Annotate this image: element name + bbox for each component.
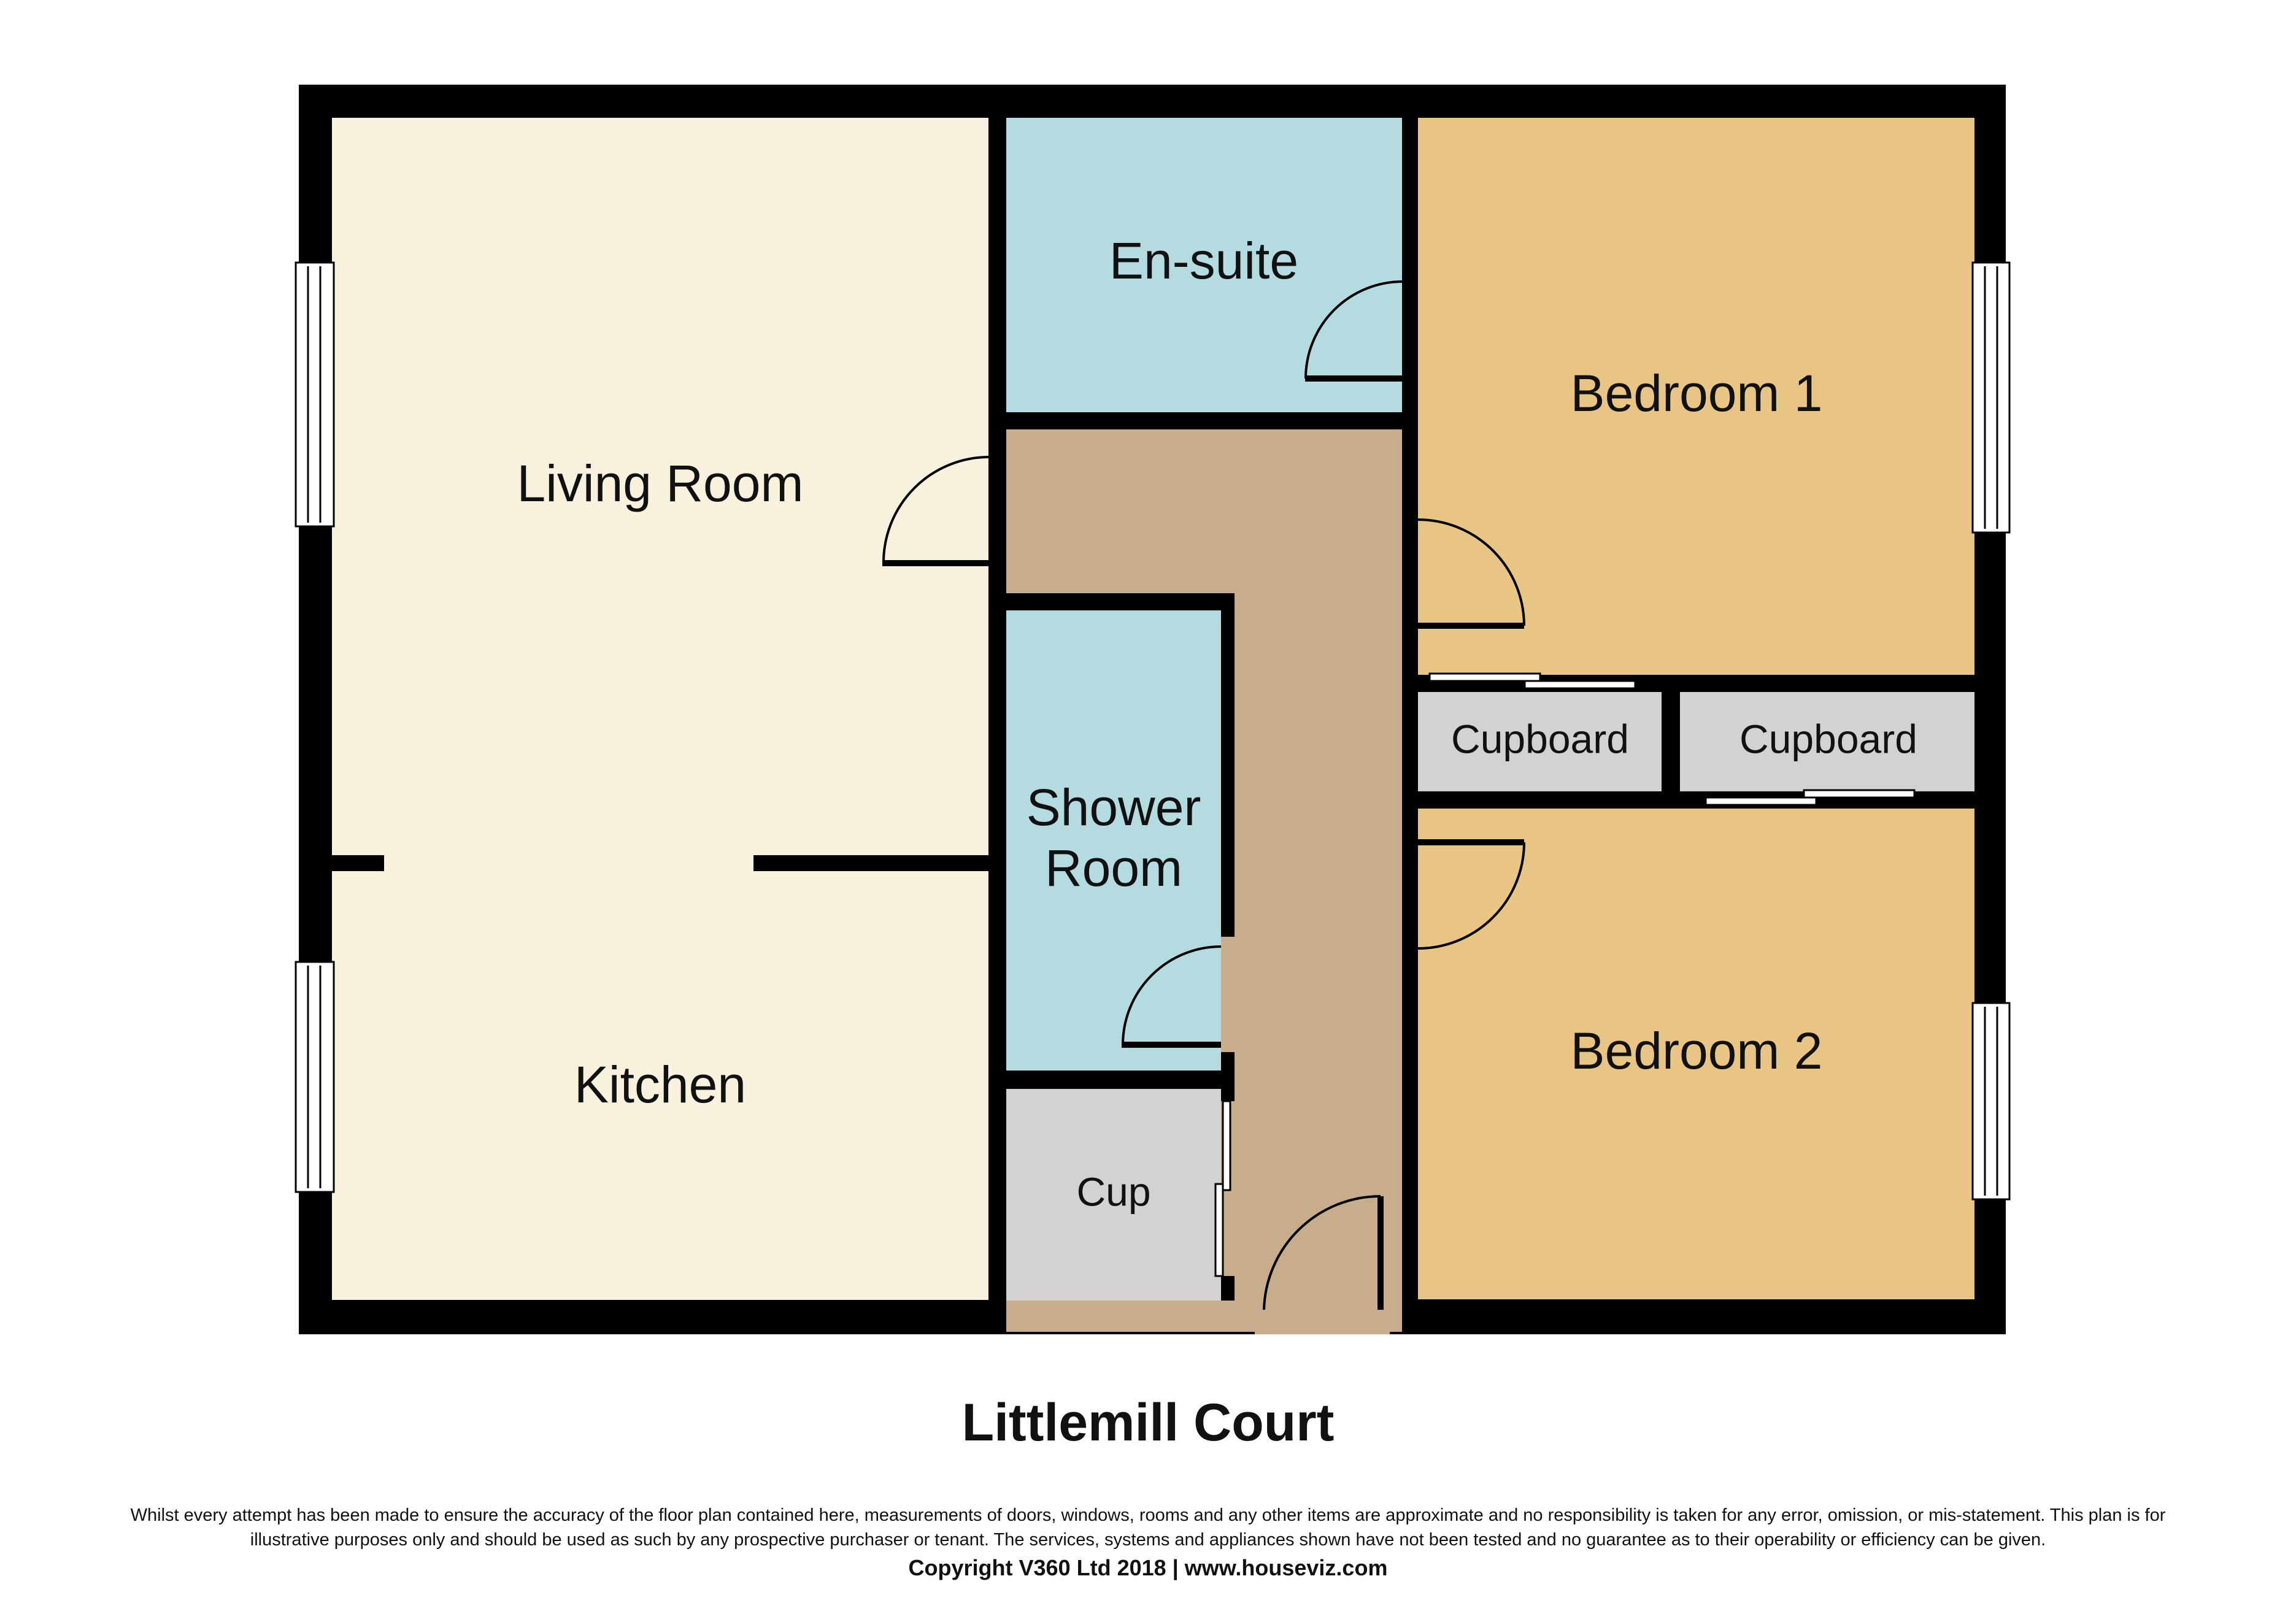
wall-shower-right [1221,593,1235,937]
wall-living-kitchen-right [753,855,988,871]
cupboard-right-label: Cupboard [1739,716,1917,761]
sliding-door-cup [1214,1100,1231,1277]
bedroom-2-label: Bedroom 2 [1571,1022,1823,1080]
wall-cupboards-bottom-b [1917,791,1974,809]
cup-label: Cup [1076,1169,1150,1214]
wall-living-kitchen-left [332,855,384,871]
door-bedroom-2 [1417,839,1525,950]
door-entrance [1263,1195,1384,1310]
wall-living-hall-upper [988,118,1006,440]
wall-cupboards-bottom-a [1418,791,1698,809]
door-bedroom-1 [1417,518,1525,629]
window-bedroom-1 [1971,261,2011,534]
window-bedroom-2 [1971,1002,2011,1201]
copyright: Copyright V360 Ltd 2018 | www.houseviz.c… [908,1555,1388,1580]
wall-shower-bottom [1006,1070,1235,1089]
disclaimer-line-1: Whilst every attempt has been made to en… [130,1505,2166,1525]
property-title: Littlemill Court [961,1393,1335,1452]
wall-hall-cupboards [1402,635,1418,813]
door-living-room [882,456,989,566]
shower-room-area [1006,610,1221,1070]
cupboard-left-label: Cupboard [1451,716,1629,761]
en-suite-label: En-suite [1109,232,1298,290]
wall-hall-bedroom2 [1402,963,1418,1301]
living-kitchen-area [332,118,988,1300]
shower-room-label-line2: Room [1045,839,1182,897]
shower-room-label-line1: Shower [1027,778,1201,836]
small-cupboard-area [1006,1089,1221,1301]
wall-cupboards-divider [1662,675,1680,809]
wall-hall-bedroom1 [1402,429,1418,503]
disclaimer-line-2: illustrative purposes only and should be… [250,1530,2046,1550]
window-living-left [295,261,335,528]
wall-living-hall-lower [988,571,1006,1301]
bedroom-2-area [1418,809,1974,1299]
window-kitchen-left [295,961,335,1193]
cupboard-left-area [1418,692,1662,791]
sliding-door-cupboard-right [1705,789,1916,806]
en-suite-area [1006,118,1402,412]
wall-shower-top [1006,593,1235,610]
bedroom-1-label: Bedroom 1 [1571,364,1823,422]
bedroom-1-area [1418,118,1974,675]
sliding-door-cupboard-left [1428,672,1636,690]
hall-entrance-gap [1255,1288,1390,1334]
wall-ensuite-bottom [988,412,1418,429]
door-shower-room [1122,945,1222,1048]
cupboard-right-area [1680,692,1974,791]
wall-ensuite-bedroom-upper [1402,118,1418,271]
wall-cup-right-bottom [1221,1276,1235,1301]
kitchen-label: Kitchen [574,1056,746,1113]
living-room-label: Living Room [517,455,804,512]
wall-ensuite-bedroom-lower [1402,386,1418,412]
door-en-suite [1304,280,1403,382]
disclaimer: Whilst every attempt has been made to en… [43,1503,2253,1552]
wall-cupboards-top-b [1638,675,1974,692]
